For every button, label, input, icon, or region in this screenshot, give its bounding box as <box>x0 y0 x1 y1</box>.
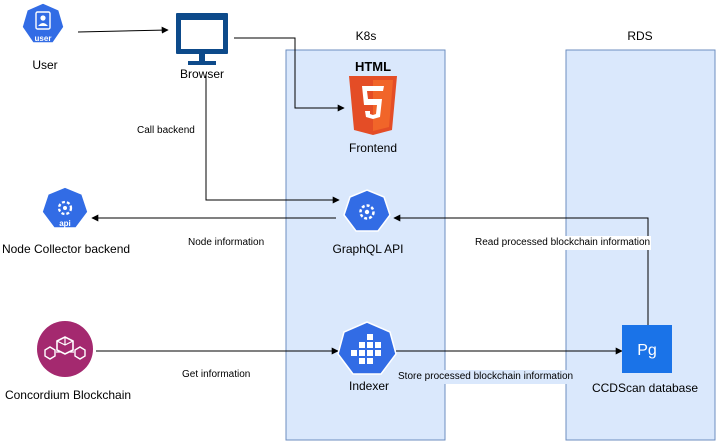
edge-browser-graphql <box>205 74 340 204</box>
browser-icon <box>176 13 228 65</box>
indexer-label: Indexer <box>348 379 390 393</box>
edge-label-read-processed: Read processed blockchain information <box>474 236 652 250</box>
k8s-container-title: K8s <box>355 29 377 43</box>
pg-badge: Pg <box>637 342 657 359</box>
edge-user-browser <box>77 26 169 34</box>
html-badge: HTML <box>355 59 391 74</box>
graphql-api-icon <box>343 189 391 232</box>
user-badge: user <box>35 34 52 43</box>
frontend-label: Frontend <box>348 141 398 155</box>
edge-label-call-backend: Call backend <box>136 124 196 138</box>
user-label: User <box>32 58 58 72</box>
edge-label-node-information: Node information <box>187 236 266 250</box>
postgres-database-icon <box>622 325 672 373</box>
indexer-icon <box>337 321 397 375</box>
api-badge: api <box>59 219 71 228</box>
edge-label-store-processed: Store processed blockchain information <box>397 370 575 384</box>
concordium-blockchain-icon <box>37 321 93 377</box>
browser-label: Browser <box>179 67 225 81</box>
edge-browser-frontend <box>234 37 345 112</box>
user-icon <box>21 2 65 44</box>
edge-label-get-information: Get information <box>181 368 252 382</box>
concordium-label: Concordium Blockchain <box>4 388 132 402</box>
graphql-api-label: GraphQL API <box>332 242 404 256</box>
node-collector-label: Node Collector backend <box>1 242 131 256</box>
html5-icon <box>349 76 397 135</box>
rds-container-title: RDS <box>627 29 653 43</box>
database-label: CCDScan database <box>591 381 699 395</box>
node-collector-api-icon <box>41 186 89 229</box>
edge-database-graphql <box>393 214 649 325</box>
